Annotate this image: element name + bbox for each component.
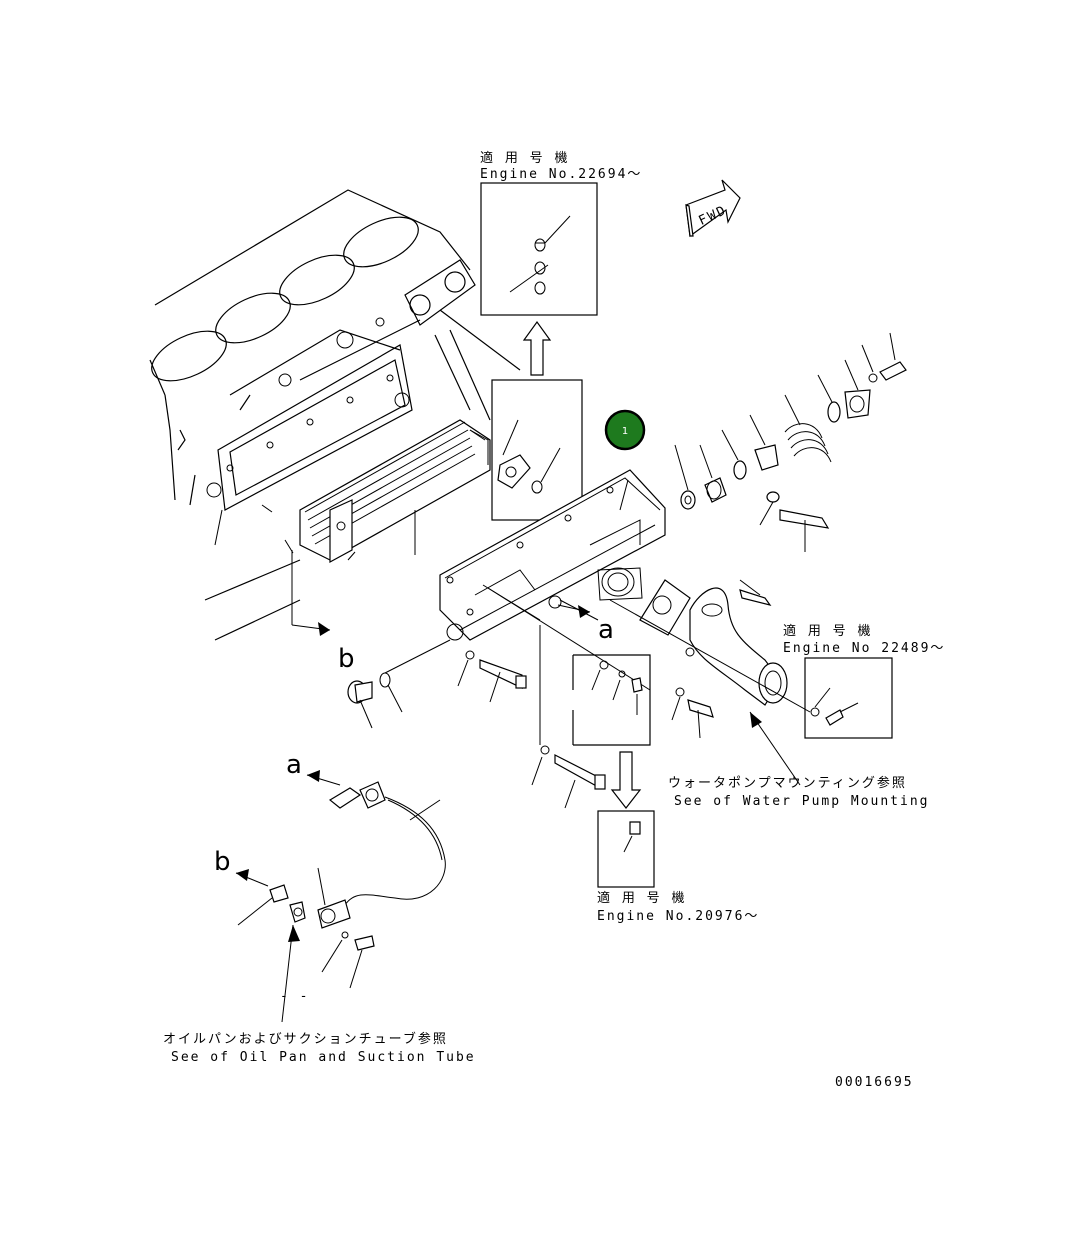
oil-cooler-cover bbox=[439, 469, 666, 641]
water-elbow bbox=[609, 579, 811, 713]
inset-gasket bbox=[491, 379, 583, 521]
inset-bottom-jp: 適 用 号 機 bbox=[597, 890, 686, 906]
fasteners-mid bbox=[347, 587, 714, 809]
thermostat-parts bbox=[674, 332, 907, 552]
water-pump-en: See of Water Pump Mounting bbox=[674, 794, 930, 809]
small-dashes: - - bbox=[280, 989, 309, 1004]
oil-pan-ref: オイルパンおよびサクションチューブ参照 See of Oil Pan and S… bbox=[163, 1031, 476, 1065]
inset-top-jp: 適 用 号 機 bbox=[480, 150, 569, 166]
ref-b-upper: b bbox=[338, 644, 355, 674]
inset-bottom-en: Engine No.20976～ bbox=[597, 909, 759, 924]
water-pump-jp: ウォータポンプマウンティング参照 bbox=[668, 775, 907, 791]
part-number-label: 1 bbox=[622, 426, 628, 437]
ref-b-lower: b bbox=[214, 847, 231, 877]
sensor-harness: a b - - bbox=[214, 750, 446, 1023]
engine-block bbox=[149, 189, 521, 641]
oil-pan-en: See of Oil Pan and Suction Tube bbox=[171, 1050, 476, 1065]
reference-a-mid: a bbox=[557, 604, 614, 645]
inset-bottom: 適 用 号 機 Engine No.20976～ bbox=[572, 654, 759, 924]
inset-top-en: Engine No.22694～ bbox=[480, 167, 642, 182]
ref-a-lower: a bbox=[286, 750, 302, 780]
oil-cooler-core bbox=[299, 419, 491, 564]
reference-b-top: b bbox=[291, 550, 355, 674]
water-pump-ref: ウォータポンプマウンティング参照 See of Water Pump Mount… bbox=[668, 711, 930, 809]
oil-pan-jp: オイルパンおよびサクションチューブ参照 bbox=[163, 1031, 448, 1047]
inset-right-jp: 適 用 号 機 bbox=[783, 623, 872, 639]
drawing-number: 00016695 bbox=[835, 1075, 914, 1090]
inset-right-en: Engine No 22489～ bbox=[783, 641, 945, 656]
inset-top: 適 用 号 機 Engine No.22694～ bbox=[480, 150, 642, 376]
fwd-arrow: FWD bbox=[685, 179, 741, 238]
part-marker-1[interactable]: 1 bbox=[604, 409, 646, 451]
inset-right: 適 用 号 機 Engine No 22489～ bbox=[783, 623, 945, 739]
ref-a-upper: a bbox=[598, 615, 614, 645]
